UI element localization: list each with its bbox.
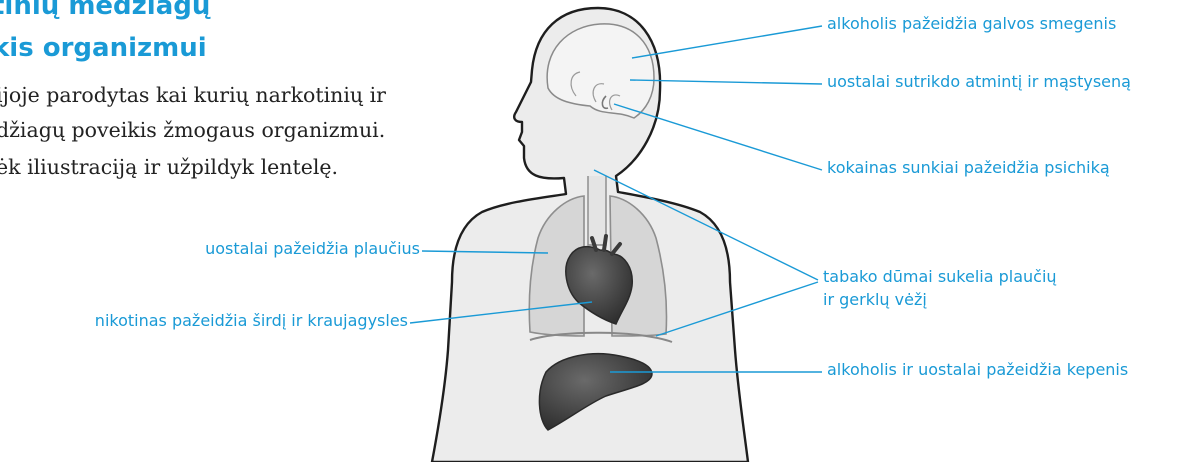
label-tobacco-cancer-line-1: tabako dūmai sukelia plaučių (823, 267, 1057, 286)
label-alcohol-liver: alkoholis ir uostalai pažeidžia kepenis (827, 360, 1128, 379)
line-brain (632, 26, 822, 58)
label-inhalants-lungs: uostalai pažeidžia plaučius (205, 239, 420, 258)
label-tobacco-cancer-line-2: ir gerklų vėžį (823, 290, 927, 309)
label-cocaine-psyche: kokainas sunkiai pažeidžia psichiką (827, 158, 1110, 177)
trachea (588, 176, 606, 245)
label-alcohol-brain: alkoholis pažeidžia galvos smegenis (827, 14, 1116, 33)
label-inhalants-memory: uostalai sutrikdo atmintį ir mąstyseną (827, 72, 1131, 91)
label-nicotine-heart: nikotinas pažeidžia širdį ir kraujagysle… (95, 311, 408, 330)
